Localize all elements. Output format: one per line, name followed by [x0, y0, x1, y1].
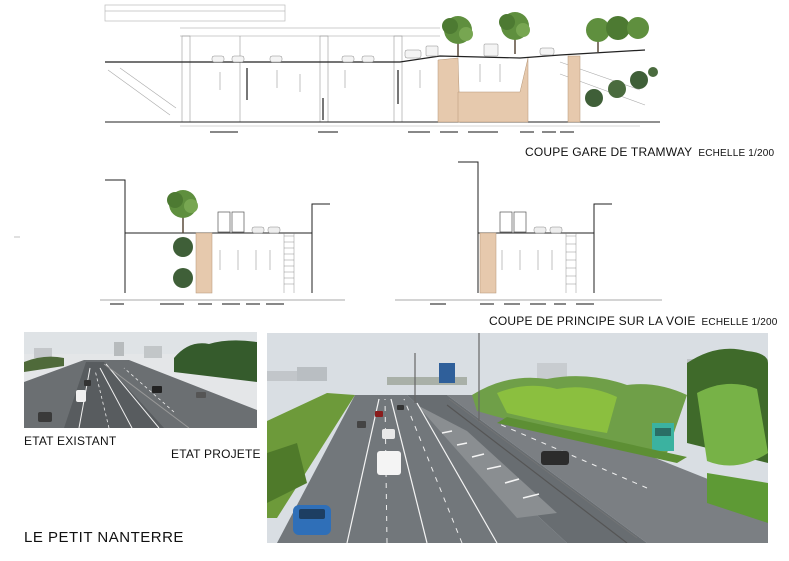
paving-area-right — [567, 55, 581, 123]
right-profile — [395, 161, 662, 301]
trees-top — [442, 12, 649, 56]
slope-lines — [107, 61, 646, 116]
tram-station-caption: COUPE GARE DE TRAMWAY ECHELLE 1/200 — [525, 145, 774, 159]
existing-state-label: ETAT EXISTANT — [24, 434, 117, 448]
tram-station-section-drawing — [104, 4, 660, 133]
lane-markers — [246, 68, 399, 120]
paving-area-left — [437, 57, 461, 123]
existing-state-photo — [24, 332, 257, 428]
tram-right-profile — [499, 211, 527, 233]
dimension-labels-top — [180, 125, 640, 133]
tree-left-profile — [167, 190, 198, 233]
left-profile — [100, 179, 345, 301]
principle-caption: COUPE DE PRINCIPE SUR LA VOIE ECHELLE 1/2… — [489, 314, 778, 328]
dimension-labels-middle — [110, 303, 594, 305]
paving-area-center — [457, 57, 529, 123]
lane-arrows-right-profile — [501, 250, 553, 270]
tram-silhouette — [104, 4, 286, 22]
tram-left-profile — [217, 211, 245, 233]
principle-section-drawing — [14, 161, 662, 305]
hatch-right-profile — [565, 233, 577, 293]
paving-right-profile — [479, 232, 497, 294]
paving-left-profile — [195, 232, 213, 294]
cars-right-profile — [533, 226, 563, 234]
vehicles — [211, 43, 555, 63]
principle-scale: ECHELLE 1/200 — [701, 317, 778, 328]
tram-station-title: COUPE GARE DE TRAMWAY — [525, 145, 693, 159]
projected-state-label: ETAT PROJETE — [171, 447, 261, 461]
place-name: LE PETIT NANTERRE — [24, 529, 184, 546]
small-arrows — [219, 64, 501, 92]
ground-line — [105, 49, 646, 63]
lane-arrows-left-profile — [219, 250, 271, 270]
shrubs-top — [585, 67, 658, 107]
principle-title: COUPE DE PRINCIPE SUR LA VOIE — [489, 314, 696, 328]
tram-station-scale: ECHELLE 1/200 — [698, 148, 775, 159]
shrubs-left-profile — [173, 237, 193, 288]
projected-state-photo — [267, 333, 768, 543]
hatch-left-profile — [283, 233, 295, 293]
bridge-structure — [180, 27, 440, 123]
cars-left-profile — [251, 226, 281, 234]
